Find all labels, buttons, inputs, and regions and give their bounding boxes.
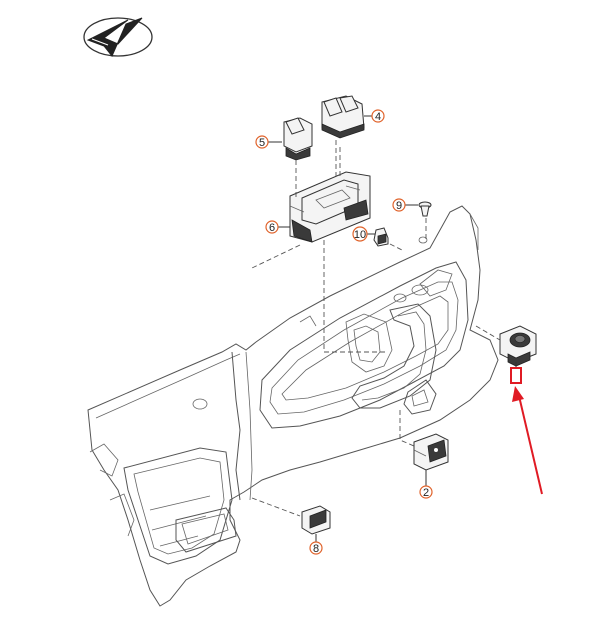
- assembly-leader-lines: [251, 140, 501, 517]
- callout-5: 5: [255, 135, 282, 149]
- door-trim-panel: [87, 205, 499, 607]
- callout-label-2: 2: [423, 487, 429, 499]
- red-pointer-arrow-icon: [512, 386, 543, 495]
- callout-label-10: 10: [354, 229, 366, 241]
- checkmark-plane-logo-icon: [83, 17, 153, 57]
- callout-6: 6: [265, 220, 290, 234]
- switch-part-8: [301, 505, 331, 535]
- callout-4: 4: [364, 109, 385, 123]
- callout-label-4: 4: [375, 111, 381, 123]
- screw-part-9: [418, 201, 432, 217]
- callout-10: 10: [352, 226, 375, 242]
- highlight-box: [510, 362, 522, 384]
- switch-part-2: [413, 433, 449, 471]
- clip-part-10: [373, 227, 389, 247]
- mirror-adjust-switch: [499, 325, 537, 367]
- switch-bezel-frame: [289, 171, 371, 243]
- callout-label-9: 9: [396, 200, 402, 212]
- window-switch-single: [283, 117, 313, 161]
- window-switch-double: [321, 95, 365, 139]
- callout-label-5: 5: [259, 137, 265, 149]
- callout-9: 9: [392, 198, 418, 212]
- callout-8: 8: [309, 534, 323, 555]
- callout-2: 2: [419, 470, 433, 499]
- callout-label-6: 6: [269, 222, 275, 234]
- callout-label-8: 8: [313, 543, 319, 555]
